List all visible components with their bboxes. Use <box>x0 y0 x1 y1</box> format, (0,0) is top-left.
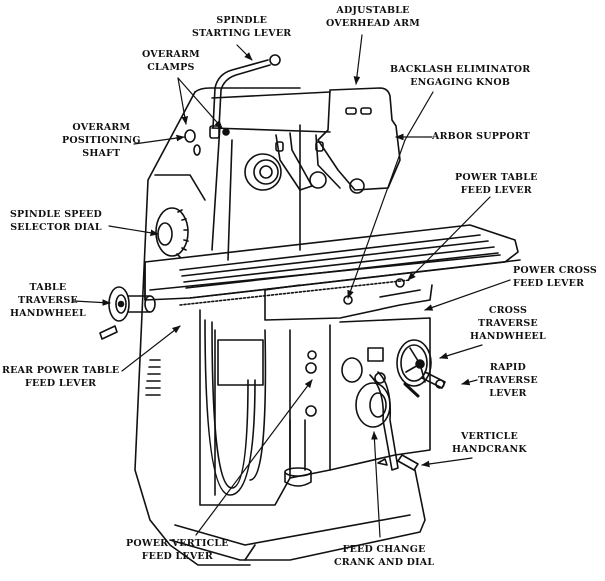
arrow-feed-change-crank-and-dial <box>371 431 381 538</box>
arrow-spindle-speed-selector-dial <box>108 225 159 237</box>
label-rapid-traverse-lever: RAPID TRAVERSE LEVER <box>478 361 538 400</box>
label-backlash-eliminator-engaging-knob: BACKLASH ELIMINATOR ENGAGING KNOB <box>390 63 530 89</box>
label-line: CRANK AND DIAL <box>334 557 435 568</box>
spindle-nose <box>244 153 282 191</box>
cross-traverse-handwheel <box>396 339 446 398</box>
arrow-cross-traverse-handwheel <box>439 344 483 359</box>
arrow-spindle-starting-lever <box>236 44 253 61</box>
arrow-overarm-clamp-1 <box>177 77 189 125</box>
label-rear-power-table-feed-lever: REAR POWER TABLE FEED LEVER <box>2 364 119 390</box>
label-table-traverse-handwheel: TABLE TRAVERSE HANDWHEEL <box>10 281 86 320</box>
arrow-backlash-eliminator <box>404 91 434 141</box>
label-line: RAPID <box>489 362 526 373</box>
arrow-rapid-traverse-lever <box>461 378 478 386</box>
spindle-starting-lever <box>209 54 281 139</box>
label-line: TRAVERSE <box>18 295 78 306</box>
arrow-adjustable-overhead-arm <box>353 34 363 85</box>
arrow-power-table-feed-lever <box>407 196 491 281</box>
label-line: LEVER <box>489 388 527 399</box>
label-line: HANDWHEEL <box>470 331 546 342</box>
label-line: SPINDLE <box>216 15 268 26</box>
table <box>144 224 521 306</box>
label-line: VERTICLE <box>460 431 518 442</box>
label-overarm-clamps: OVERARM CLAMPS <box>142 48 200 74</box>
knee <box>199 309 431 506</box>
label-line: FEED CHANGE <box>342 544 426 555</box>
label-line: FEED LEVER <box>460 185 532 196</box>
label-line: CLAMPS <box>147 62 195 73</box>
label-line: SHAFT <box>82 148 121 159</box>
label-power-cross-feed-lever: POWER CROSS FEED LEVER <box>513 264 597 290</box>
arrow-verticle-handcrank <box>421 457 473 468</box>
feed-change-crank-and-dial <box>341 347 399 471</box>
label-line: SELECTOR DIAL <box>10 222 102 233</box>
elevating-screw <box>284 419 312 487</box>
label-spindle-starting-lever: SPINDLE STARTING LEVER <box>192 14 291 40</box>
label-line: POWER TABLE <box>455 172 538 183</box>
label-line: POSITIONING <box>62 135 141 146</box>
label-line: STARTING LEVER <box>192 28 292 39</box>
label-verticle-handcrank: VERTICLE HANDCRANK <box>452 430 527 456</box>
label-arbor-support: ARBOR SUPPORT <box>432 130 530 143</box>
label-line: CROSS <box>488 305 528 316</box>
label-line: OVERHEAD ARM <box>326 18 420 29</box>
arrow-backlash-eliminator-2 <box>347 139 406 299</box>
spindle-speed-selector-dial <box>155 207 189 258</box>
table-traverse-handwheel <box>99 286 156 340</box>
label-power-verticle-feed-lever: POWER VERTICLE FEED LEVER <box>126 537 229 563</box>
arrow-overarm-positioning-shaft <box>133 134 185 145</box>
label-line: OVERARM <box>72 122 131 133</box>
arrow-power-verticle-feed-lever <box>195 379 313 536</box>
column <box>134 87 301 566</box>
label-line: ARBOR SUPPORT <box>432 131 531 142</box>
label-line: ADJUSTABLE <box>336 5 410 16</box>
label-line: OVERARM <box>142 49 200 60</box>
overarm <box>211 87 401 194</box>
leader-lines <box>73 34 511 538</box>
label-line: TABLE <box>29 282 67 293</box>
label-spindle-speed-selector-dial: SPINDLE SPEED SELECTOR DIAL <box>10 208 102 234</box>
label-cross-traverse-handwheel: CROSS TRAVERSE HANDWHEEL <box>470 304 546 343</box>
arrow-overarm-clamp-2 <box>177 77 223 129</box>
arrow-table-traverse-handwheel <box>73 299 111 306</box>
label-adjustable-overhead-arm: ADJUSTABLE OVERHEAD ARM <box>326 4 420 30</box>
label-line: TRAVERSE <box>478 318 538 329</box>
label-line: HANDWHEEL <box>10 308 86 319</box>
label-line: SPINDLE SPEED <box>10 209 102 220</box>
verticle-handcrank <box>397 454 419 471</box>
label-line: FEED LEVER <box>513 278 585 289</box>
label-overarm-positioning-shaft: OVERARM POSITIONING SHAFT <box>62 121 141 160</box>
label-line: REAR POWER TABLE <box>2 365 120 376</box>
label-line: POWER VERTICLE <box>126 538 229 549</box>
arrow-power-cross-feed-lever <box>424 279 511 311</box>
overarm-positioning-shaft <box>184 129 201 156</box>
label-line: TRAVERSE <box>478 375 538 386</box>
label-line: ENGAGING KNOB <box>410 77 511 88</box>
label-line: BACKLASH ELIMINATOR <box>390 64 531 75</box>
label-line: POWER CROSS <box>513 265 597 276</box>
saddle <box>264 278 433 321</box>
label-line: FEED LEVER <box>25 378 97 389</box>
label-line: FEED LEVER <box>141 551 213 562</box>
arrow-rear-power-table-feed-lever <box>121 325 181 372</box>
label-feed-change-crank-and-dial: FEED CHANGE CRANK AND DIAL <box>334 543 434 569</box>
label-power-table-feed-lever: POWER TABLE FEED LEVER <box>455 171 538 197</box>
label-line: HANDCRANK <box>452 444 527 455</box>
